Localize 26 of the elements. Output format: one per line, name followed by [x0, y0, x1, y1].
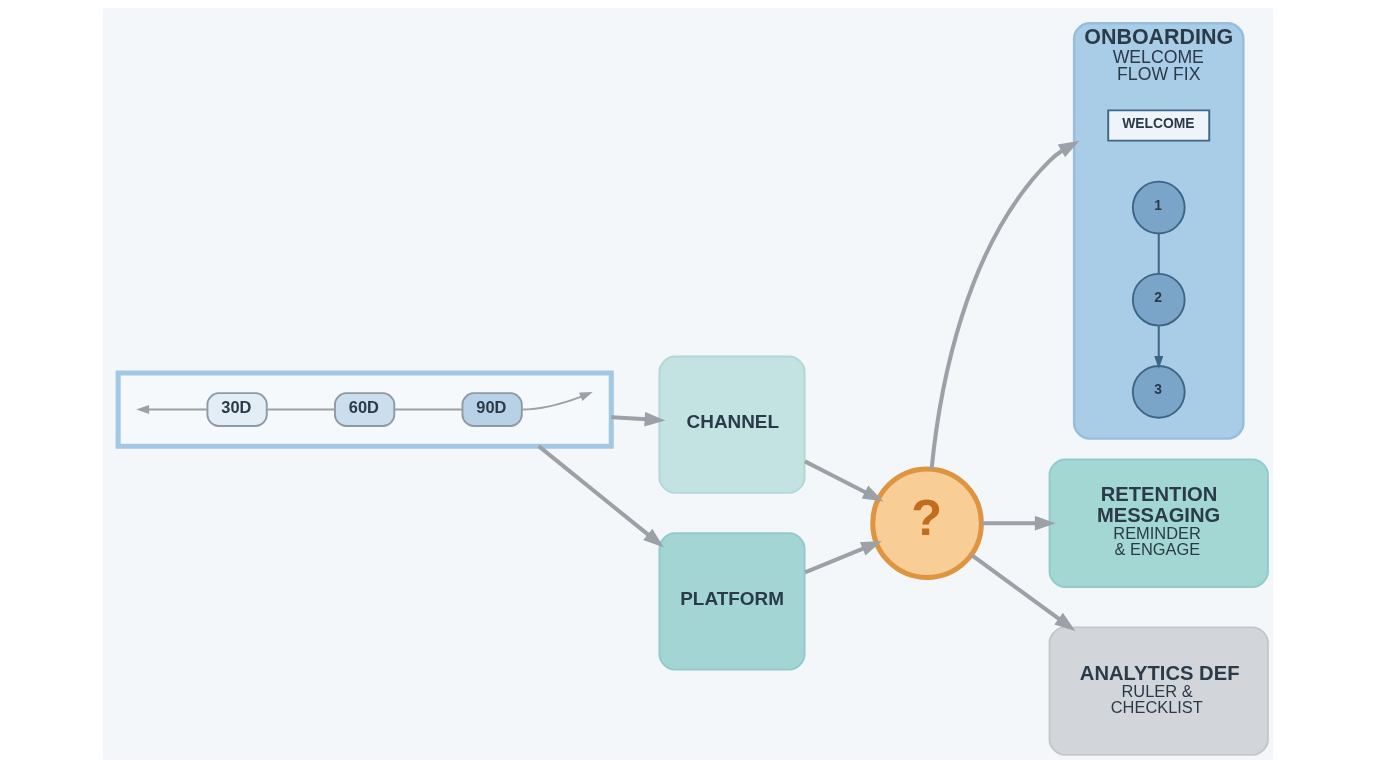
node-box: 90D: [461, 392, 523, 427]
arrow: [1154, 326, 1164, 370]
node-box: WELCOME: [1107, 109, 1211, 142]
arrow: [136, 405, 208, 415]
arrow: [611, 411, 666, 427]
node-box: ANALYTICS DEF RULER & CHECKLIST: [1048, 626, 1269, 756]
arrow: [804, 459, 884, 502]
node-box: RETENTION MESSAGING REMINDER & ENGAGE: [1048, 458, 1269, 588]
connector: [1157, 233, 1160, 274]
node-circle: 1: [1131, 180, 1186, 235]
node-box: 30D: [206, 392, 268, 427]
arrow: [981, 515, 1056, 531]
node-circle: 2: [1131, 272, 1186, 327]
connector: [394, 408, 463, 411]
node-box: PLATFORM: [658, 532, 806, 671]
arrow: [929, 140, 1080, 470]
node-box: 60D: [334, 392, 396, 427]
cluster: [115, 370, 614, 449]
arrow: [804, 541, 882, 575]
connector: [267, 408, 335, 411]
arrow: [537, 444, 664, 548]
node-circle: 3: [1131, 365, 1186, 419]
node-circle: ?: [870, 466, 984, 580]
node-box: CHANNEL: [658, 355, 806, 494]
arrow: [521, 392, 593, 411]
arrow: [970, 553, 1076, 631]
